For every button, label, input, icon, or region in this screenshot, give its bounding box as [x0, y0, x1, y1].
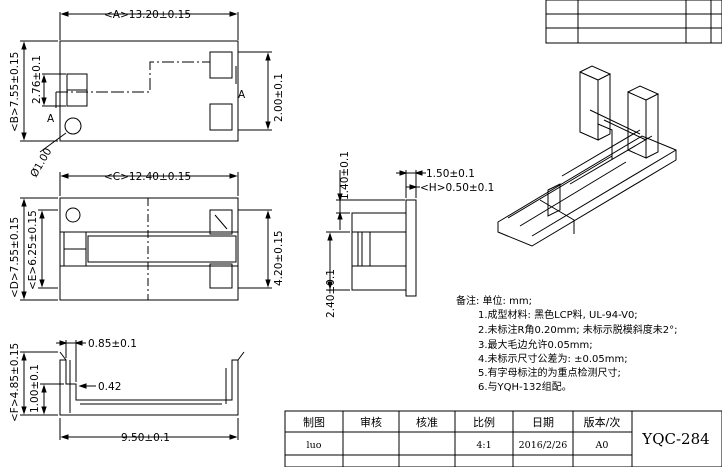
dim-f-label: <F>4.85±0.15 [9, 343, 21, 422]
tb-header-approved: 核准 [416, 415, 438, 429]
note-1: 1.成型材料: 黑色LCP料, UL-94-V0; [478, 308, 638, 321]
bottom-view [20, 172, 272, 301]
tb-value-drawn: luo [307, 440, 322, 451]
part-number: YQC-284 [641, 430, 709, 448]
dim-1-50-label: 1.50±0.1 [426, 168, 475, 180]
note-3: 3.最大毛边允许0.05mm; [478, 338, 593, 351]
side-view [326, 170, 426, 297]
dim-2-40-label: 2.40±0.1 [325, 269, 337, 318]
tb-header-scale: 比例 [473, 415, 495, 429]
title-block [284, 410, 722, 467]
isometric-view [497, 65, 677, 247]
dim-4-20-label: 4.20±0.15 [273, 230, 285, 286]
dim-a-label: <A>13.20±0.15 [104, 9, 191, 21]
dim-1-40-label: 1.40±0.1 [339, 151, 351, 200]
dim-0-85-label: 0.85±0.1 [88, 338, 137, 350]
dim-9-50-label: 9.50±0.1 [121, 432, 170, 444]
note-6: 6.与YQH-132组配。 [478, 380, 572, 393]
tb-value-date: 2016/2/26 [519, 440, 568, 451]
revision-table [545, 0, 722, 44]
top-view [20, 11, 272, 153]
tb-header-date: 日期 [532, 416, 554, 429]
dim-d-label: <D>7.55±0.15 [9, 217, 21, 298]
dim-0-42-label: 0.42 [98, 381, 121, 393]
tb-header-drawn: 制图 [303, 416, 325, 429]
tb-header-checked: 审核 [360, 415, 382, 429]
note-5: 5.有字母标注的为重点检测尺寸; [478, 366, 621, 379]
tb-value-scale: 4:1 [476, 440, 491, 451]
section-mark-left: A [47, 113, 55, 125]
dim-b-label: <B>7.55±0.15 [9, 52, 21, 132]
dim-c-label: <C>12.40±0.15 [104, 171, 191, 183]
dim-1-00-label: 1.00±0.1 [29, 364, 41, 413]
tb-header-version: 版本/次 [584, 415, 621, 429]
section-a-a-view [20, 340, 245, 440]
dim-2-76-label: 2.76±0.1 [31, 55, 43, 104]
dim-diameter-label: Ø1.00 [28, 146, 54, 179]
dim-e-label: <E>6.25±0.15 [27, 210, 39, 290]
notes-heading: 备注: 单位: mm; [456, 294, 532, 307]
tb-value-version: A0 [595, 440, 609, 451]
dim-h-label: <H>0.50±0.1 [420, 182, 494, 194]
section-mark-right: A [238, 89, 246, 101]
note-4: 4.未标示尺寸公差为: ±0.05mm; [478, 352, 628, 365]
note-2: 2.未标注R角0.20mm; 未标示脱模斜度未2°; [478, 323, 678, 336]
dim-2-00-label: 2.00±0.1 [273, 73, 285, 122]
